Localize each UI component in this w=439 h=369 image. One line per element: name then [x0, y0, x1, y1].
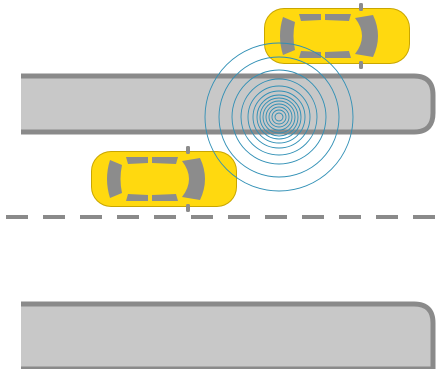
taxi-car-top: [264, 3, 410, 69]
signal-ring-7: [256, 94, 302, 140]
signal-ring-4: [265, 103, 293, 131]
signal-ring-13: [204, 42, 354, 192]
signal-ring-1: [274, 112, 284, 122]
signal-ring-9: [247, 85, 311, 149]
signal-ring-8: [252, 90, 306, 144]
upper-kerb: [21, 73, 436, 135]
taxi-car-bottom: [91, 146, 237, 212]
signal-ring-11: [231, 69, 327, 165]
signal-ring-6: [259, 97, 299, 137]
signal-ring-10: [240, 78, 318, 156]
signal-ring-3: [268, 106, 290, 128]
signal-waves: [204, 42, 354, 192]
signal-ring-12: [218, 56, 340, 178]
signal-ring-2: [271, 109, 287, 125]
lower-kerb: [21, 301, 436, 369]
signal-ring-5: [262, 100, 296, 134]
